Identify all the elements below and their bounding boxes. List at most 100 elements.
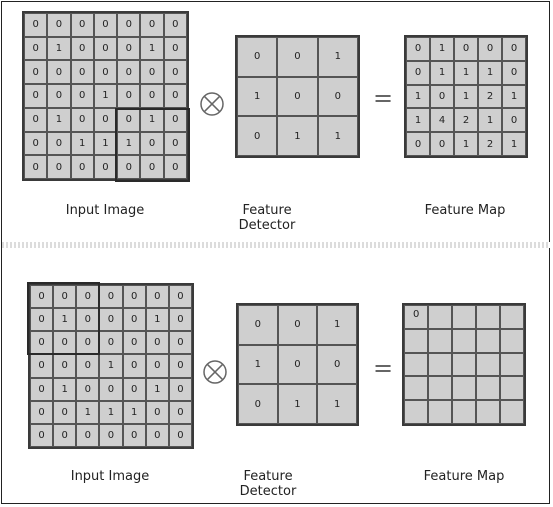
bottom-map-cell xyxy=(404,376,428,401)
bottom-input-cell: 0 xyxy=(30,331,54,355)
top-map-cell: 2 xyxy=(454,108,478,133)
bottom-input-cell: 0 xyxy=(76,377,100,401)
bottom-map-cell xyxy=(404,328,428,353)
bottom-input-image-label: Input Image xyxy=(70,469,150,484)
top-input-cell: 0 xyxy=(24,107,48,132)
top-input-cell: 0 xyxy=(93,155,118,179)
bottom-input-cell: 0 xyxy=(168,400,192,424)
bottom-input-cell: 0 xyxy=(168,354,192,378)
bottom-input-cell: 0 xyxy=(30,285,54,309)
top-input-cell: 0 xyxy=(93,13,118,37)
top-detector-cell: 0 xyxy=(237,37,278,77)
top-input-cell: 0 xyxy=(47,155,71,179)
bottom-input-cell: 0 xyxy=(30,400,54,424)
bottom-detector-cell: 1 xyxy=(238,344,278,385)
top-map-cell: 0 xyxy=(430,132,454,156)
top-detector-cell: 0 xyxy=(317,76,358,117)
top-map-cell: 1 xyxy=(406,84,430,109)
bottom-detector-cell: 1 xyxy=(317,384,357,424)
bottom-input-cell: 1 xyxy=(145,377,169,401)
top-map-cell: 1 xyxy=(406,108,430,133)
bottom-detector-cell: 0 xyxy=(277,305,318,345)
top-input-cell: 0 xyxy=(93,36,118,61)
top-detector-cell: 1 xyxy=(317,37,358,77)
bottom-input-cell: 0 xyxy=(53,354,77,378)
top-input-cell: 0 xyxy=(117,155,141,179)
top-input-cell: 0 xyxy=(140,131,164,156)
top-input-cell: 0 xyxy=(47,131,71,156)
top-input-cell: 0 xyxy=(24,84,48,108)
bottom-input-cell: 0 xyxy=(76,423,100,447)
top-input-cell: 0 xyxy=(24,60,48,85)
top-input-cell: 0 xyxy=(70,84,94,108)
top-input-cell: 1 xyxy=(47,36,71,61)
bottom-map-cell xyxy=(428,305,452,329)
top-input-cell: 0 xyxy=(70,13,94,37)
top-input-cell: 0 xyxy=(93,60,118,85)
top-input-cell: 0 xyxy=(47,13,71,37)
bottom-input-cell: 0 xyxy=(168,331,192,355)
bottom-map-cell xyxy=(428,376,452,401)
bottom-input-cell: 0 xyxy=(30,308,54,332)
top-input-cell: 1 xyxy=(93,131,118,156)
top-input-cell: 0 xyxy=(47,84,71,108)
bottom-detector-cell: 0 xyxy=(238,384,278,424)
top-input-cell: 0 xyxy=(117,13,141,37)
top-map-cell: 0 xyxy=(502,108,526,133)
top-map-cell: 1 xyxy=(478,108,502,133)
bottom-map-cell xyxy=(500,305,524,329)
top-input-cell: 0 xyxy=(70,36,94,61)
bottom-detector-cell: 0 xyxy=(277,344,318,385)
section-divider xyxy=(2,242,550,248)
bottom-map-cell xyxy=(452,352,476,377)
bottom-map-cell xyxy=(500,328,524,353)
convolution-operator-icon xyxy=(200,92,224,116)
top-input-cell: 1 xyxy=(140,107,164,132)
bottom-input-cell: 0 xyxy=(122,377,146,401)
bottom-detector-cell: 0 xyxy=(317,344,357,385)
top-input-image-label: Input Image xyxy=(65,203,145,218)
top-input-cell: 0 xyxy=(163,155,187,179)
top-input-cell: 0 xyxy=(93,107,118,132)
top-map-cell: 2 xyxy=(478,132,502,156)
bottom-input-cell: 0 xyxy=(122,423,146,447)
bottom-input-cell: 1 xyxy=(99,400,123,424)
bottom-input-cell: 0 xyxy=(122,331,146,355)
top-map-cell: 1 xyxy=(502,132,526,156)
top-input-cell: 0 xyxy=(163,60,187,85)
top-detector-cell: 0 xyxy=(277,37,318,77)
bottom-map-cell xyxy=(500,352,524,377)
top-input-cell: 1 xyxy=(140,36,164,61)
top-input-cell: 0 xyxy=(140,60,164,85)
bottom-detector-cell: 1 xyxy=(317,305,357,345)
top-map-cell: 0 xyxy=(502,60,526,85)
bottom-input-cell: 1 xyxy=(76,400,100,424)
top-input-cell: 0 xyxy=(117,84,141,108)
bottom-input-cell: 0 xyxy=(53,400,77,424)
equals-sign: = xyxy=(373,84,394,112)
bottom-input-cell: 0 xyxy=(145,331,169,355)
top-input-cell: 1 xyxy=(117,131,141,156)
top-input-cell: 0 xyxy=(163,84,187,108)
bottom-feature-map-label: Feature Map xyxy=(423,469,505,484)
bottom-input-cell: 0 xyxy=(30,377,54,401)
bottom-map-cell: 0 xyxy=(404,305,428,329)
top-map-cell: 1 xyxy=(454,60,478,85)
equals-sign: = xyxy=(373,354,394,382)
top-input-cell: 1 xyxy=(93,84,118,108)
bottom-input-cell: 1 xyxy=(53,308,77,332)
bottom-input-cell: 1 xyxy=(53,377,77,401)
top-detector-cell: 0 xyxy=(237,116,278,156)
bottom-map-cell xyxy=(476,352,500,377)
bottom-map-cell xyxy=(476,376,500,401)
top-input-cell: 1 xyxy=(70,131,94,156)
top-input-cell: 0 xyxy=(163,107,187,132)
top-map-cell: 1 xyxy=(502,84,526,109)
top-input-cell: 0 xyxy=(24,155,48,179)
bottom-input-cell: 0 xyxy=(145,400,169,424)
top-map-cell: 0 xyxy=(502,37,526,61)
top-map-cell: 0 xyxy=(430,84,454,109)
top-input-cell: 0 xyxy=(117,36,141,61)
